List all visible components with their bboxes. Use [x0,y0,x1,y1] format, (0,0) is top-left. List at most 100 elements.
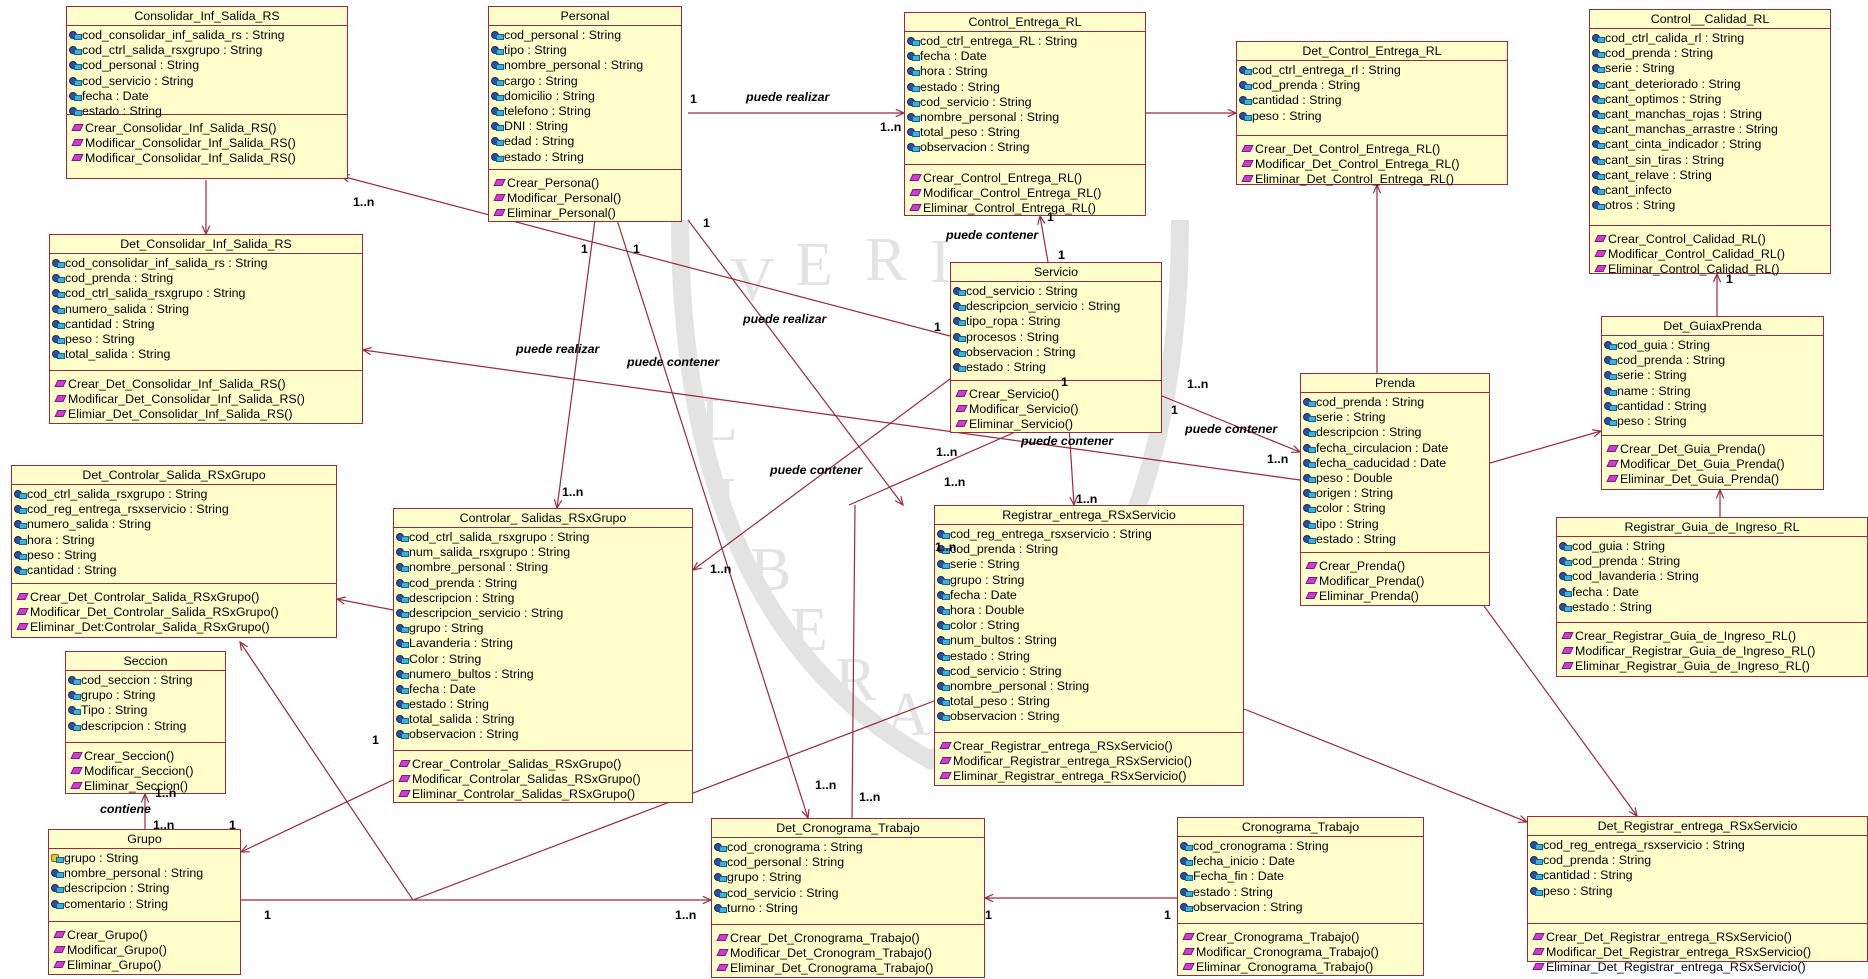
attribute-icon [1303,458,1316,468]
attribute-icon [1180,871,1193,882]
multiplicity: 1 [985,908,992,922]
attribute-text: comentario : String [64,896,168,911]
operation-icon [70,767,83,775]
operation: Modificar_Cronograma_Trabajo() [1178,945,1423,960]
attribute-text: cod_personal : String [727,855,845,870]
multiplicity: 1 [690,92,697,106]
attribute-text: otros : String [1605,198,1676,213]
attribute-icon [937,575,950,585]
operation: Crear_Det_Registrar_entrega_RSxServicio(… [1528,930,1867,945]
attribute-text: cod_servicio : String [920,94,1032,109]
attribute: Lavanderia : String [394,636,692,651]
attribute-icon [491,106,504,116]
attribute-icon [69,45,82,56]
attribute: estado : String [905,80,1145,95]
attribute-text: peso : String [65,331,135,346]
operation: Crear_Det_Control_Entrega_RL() [1237,142,1507,157]
association-line [1489,430,1602,464]
attribute-text: peso : Double [1316,470,1393,485]
attribute-icon [937,681,950,691]
attribute-icon [1559,602,1572,612]
attribute: cantidad : String [1602,399,1823,414]
attribute-icon [937,696,950,707]
attribute-icon [907,142,920,153]
attribute-text: serie : String [950,557,1020,572]
attribute-icon [953,332,966,342]
operation: Eliminar_Seccion() [66,779,225,794]
attribute: cod_reg_entrega_rsxservicio : String [935,527,1243,542]
attribute-text: estado : String [950,648,1030,663]
multiplicity: 1 [1171,403,1178,417]
arrowhead [239,640,248,651]
operation-text: Modificar_Consolidar_Inf_Salida_RS() [85,151,296,166]
attribute-text: numero_salida : String [27,517,151,532]
attribute: serie : String [1590,61,1830,76]
class-name: Prenda [1301,374,1489,393]
operation-icon [54,410,67,418]
attribute-icon [396,623,409,634]
arrowhead [1592,429,1603,438]
class-name: Det_Controlar_Salida_RSxGrupo [12,466,336,485]
operation-text: Modificar_Control_Entrega_RL() [923,186,1102,201]
operation-icon [1241,175,1254,183]
attribute: procesos : String [951,330,1161,345]
operation-icon [1606,475,1619,483]
operation-icon [716,964,729,972]
attribute-text: observacion : String [966,344,1076,359]
attribute-icon [396,593,409,603]
attribute-icon [1303,443,1316,453]
attribute: fecha : Date [394,682,692,697]
arrowhead [801,808,810,820]
attribute-icon [396,547,409,558]
watermark-letter: V [730,246,775,314]
attribute: cod_consolidar_inf_salida_rs : String [50,256,362,271]
class-name: Personal [489,7,681,26]
attribute-text: serie : String [1617,368,1687,383]
operation-text: Modificar_Det_Registrar_entrega_RSxServi… [1546,945,1812,960]
attribute-text: estado : String [409,697,489,712]
attribute-text: estado : String [966,359,1046,374]
attribute-text: Tipo : String [81,703,148,718]
operation-text: Crear_Det_Guia_Prenda() [1620,442,1766,456]
operation: Eliminar_Servicio() [951,417,1161,432]
attribute: fecha : Date [67,89,347,104]
operation-icon [70,782,83,790]
association-label: puede contener [627,355,720,369]
attribute-icon [1604,401,1617,411]
operation-text: Modificar_Grupo() [67,943,167,958]
operation-text: Modificar_Det_Consolidar_Inf_Salida_RS() [68,392,305,407]
attribute-icon [491,60,504,71]
watermark-letter: R [865,226,907,294]
attribute-text: fecha_circulacion : Date [1316,440,1449,455]
attribute-icon [52,319,65,329]
attribute-icon [1559,556,1572,567]
attribute: cantidad : String [1237,93,1507,108]
operation: Modificar_Det_Consolidar_Inf_Salida_RS() [50,392,362,407]
attribute-icon [396,578,409,588]
attribute-text: cod_cronograma : String [727,840,863,854]
attribute-icon [1239,111,1252,121]
operation: Eliminar_Registrar_Guia_de_Ingreso_RL() [1557,659,1867,674]
attribute-icon [69,30,82,40]
